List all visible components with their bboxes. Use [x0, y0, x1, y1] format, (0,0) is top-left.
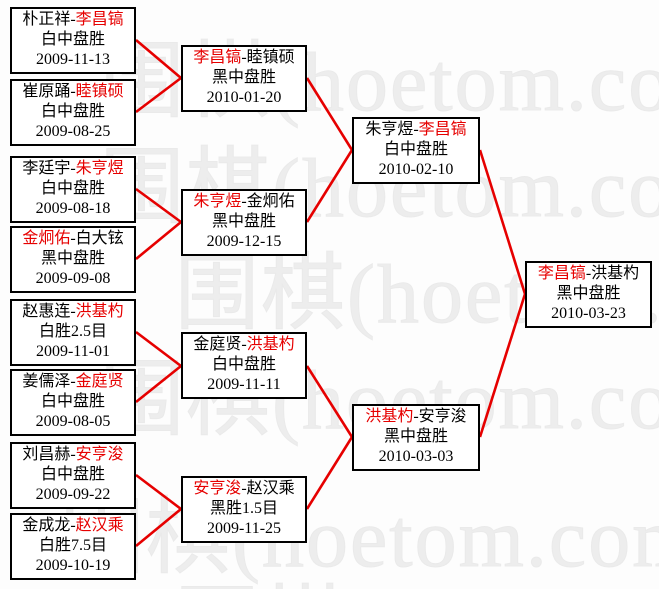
match-date: 2009-11-11 [207, 376, 281, 393]
match-date: 2009-11-01 [35, 343, 111, 360]
winner-name: 朱亨煜 [193, 193, 242, 210]
match-players: 崔原踊-睦镇硕 [22, 83, 124, 100]
winner-name: 李昌镐 [75, 11, 124, 28]
match-result: 黑中盘胜 [40, 250, 105, 267]
match-date: 2009-11-25 [206, 520, 282, 537]
match-date: 2009-11-13 [35, 51, 111, 68]
match-result: 黑中盘胜 [211, 69, 276, 86]
match-players: 朴正祥-李昌镐 [22, 11, 124, 28]
match-result: 黑中盘胜 [556, 285, 621, 302]
connector-line [478, 293, 527, 438]
match-result: 白中盘胜 [40, 393, 105, 410]
winner-name: 金炯佑 [22, 230, 71, 247]
connector-line [135, 76, 182, 114]
match-players: 洪基杓-安亨浚 [365, 408, 467, 425]
match-date: 2009-09-08 [35, 270, 111, 287]
match-box-r1-3: 李廷宇-朱亨煜 白中盘胜 2009-08-18 [10, 156, 136, 223]
match-box-r2-4: 安亨浚-赵汉乘 黑胜1.5目 2009-11-25 [181, 476, 307, 543]
match-box-r1-4: 金炯佑-白大铉 黑中盘胜 2009-09-08 [10, 226, 136, 293]
match-box-r1-7: 刘昌赫-安亨浚 白中盘胜 2009-09-22 [10, 442, 136, 509]
match-date: 2009-08-05 [35, 413, 111, 430]
match-result: 白中盘胜 [40, 103, 105, 120]
match-date: 2009-10-19 [35, 557, 111, 574]
match-result: 黑胜1.5目 [209, 500, 278, 517]
match-players: 姜儒泽-金庭贤 [22, 373, 124, 390]
match-date: 2009-12-15 [206, 233, 282, 250]
connector-line [478, 149, 527, 295]
match-box-r1-1: 朴正祥-李昌镐 白中盘胜 2009-11-13 [10, 7, 136, 74]
match-box-sf-2: 洪基杓-安亨浚 黑中盘胜 2010-03-03 [352, 404, 480, 471]
match-players: 李昌镐-洪基杓 [537, 265, 640, 282]
match-box-r1-8: 金成龙-赵汉乘 白胜7.5目 2009-10-19 [10, 513, 136, 580]
match-result: 白中盘胜 [40, 180, 105, 197]
match-date: 2010-02-10 [378, 161, 454, 178]
winner-name: 安亨浚 [75, 446, 124, 463]
connector-line [135, 330, 182, 368]
connector-line [135, 187, 182, 224]
match-result: 白中盘胜 [40, 31, 105, 48]
match-result: 白胜7.5目 [38, 537, 107, 554]
match-box-r2-1: 李昌镐-睦镇硕 黑中盘胜 2010-01-20 [181, 45, 307, 112]
watermark-text: 围棋(hoetom.com) [175, 558, 659, 589]
match-result: 白中盘胜 [211, 356, 276, 373]
match-players: 安亨浚-赵汉乘 [193, 480, 295, 497]
match-date: 2010-03-03 [378, 448, 454, 465]
winner-name: 赵汉乘 [75, 517, 124, 534]
match-result: 白中盘胜 [383, 141, 448, 158]
match-date: 2009-08-18 [35, 200, 111, 217]
match-box-sf-1: 朱亨煜-李昌镐 白中盘胜 2010-02-10 [352, 117, 480, 184]
match-box-r1-2: 崔原踊-睦镇硕 白中盘胜 2009-08-25 [10, 79, 136, 146]
match-result: 白中盘胜 [40, 466, 105, 483]
winner-name: 洪基杓 [75, 303, 124, 320]
connector-line [135, 220, 182, 261]
match-players: 金炯佑-白大铉 [22, 230, 124, 247]
connector-line [305, 436, 354, 510]
winner-name: 李昌镐 [537, 265, 586, 282]
match-players: 朱亨煜-李昌镐 [365, 121, 467, 138]
match-players: 赵惠连-洪基杓 [22, 303, 124, 320]
match-box-r2-2: 朱亨煜-金炯佑 黑中盘胜 2009-12-15 [181, 189, 307, 256]
connector-line [135, 364, 182, 404]
winner-name: 洪基杓 [246, 336, 295, 353]
match-result: 黑中盘胜 [383, 428, 448, 445]
match-box-r1-5: 赵惠连-洪基杓 白胜2.5目 2009-11-01 [10, 299, 136, 366]
connector-line [135, 39, 182, 79]
connector-line [305, 365, 354, 438]
match-players: 金庭贤-洪基杓 [193, 336, 295, 353]
winner-name: 安亨浚 [193, 480, 242, 497]
connector-line [135, 507, 182, 548]
match-players: 李昌镐-睦镇硕 [193, 49, 295, 66]
connector-line [135, 473, 182, 511]
connector-line [305, 149, 354, 223]
match-date: 2010-01-20 [206, 89, 282, 106]
match-players: 刘昌赫-安亨浚 [22, 446, 124, 463]
connector-line [305, 77, 354, 151]
winner-name: 洪基杓 [365, 408, 414, 425]
match-result: 黑中盘胜 [211, 213, 276, 230]
match-players: 朱亨煜-金炯佑 [193, 193, 295, 210]
match-box-r2-3: 金庭贤-洪基杓 白中盘胜 2009-11-11 [181, 332, 307, 399]
winner-name: 李昌镐 [418, 121, 467, 138]
winner-name: 朱亨煜 [75, 160, 124, 177]
winner-name: 睦镇硕 [75, 83, 124, 100]
match-players: 李廷宇-朱亨煜 [22, 160, 124, 177]
match-players: 金成龙-赵汉乘 [22, 517, 124, 534]
match-date: 2009-09-22 [35, 486, 111, 503]
winner-name: 金庭贤 [75, 373, 124, 390]
winner-name: 李昌镐 [193, 49, 242, 66]
match-result: 白胜2.5目 [38, 323, 107, 340]
match-box-r1-6: 姜儒泽-金庭贤 白中盘胜 2009-08-05 [10, 369, 136, 436]
match-date: 2010-03-23 [551, 305, 626, 322]
match-date: 2009-08-25 [35, 123, 111, 140]
match-box-final: 李昌镐-洪基杓 黑中盘胜 2010-03-23 [525, 261, 652, 328]
watermark-text: 围棋(hoetom.com) [60, 492, 659, 586]
